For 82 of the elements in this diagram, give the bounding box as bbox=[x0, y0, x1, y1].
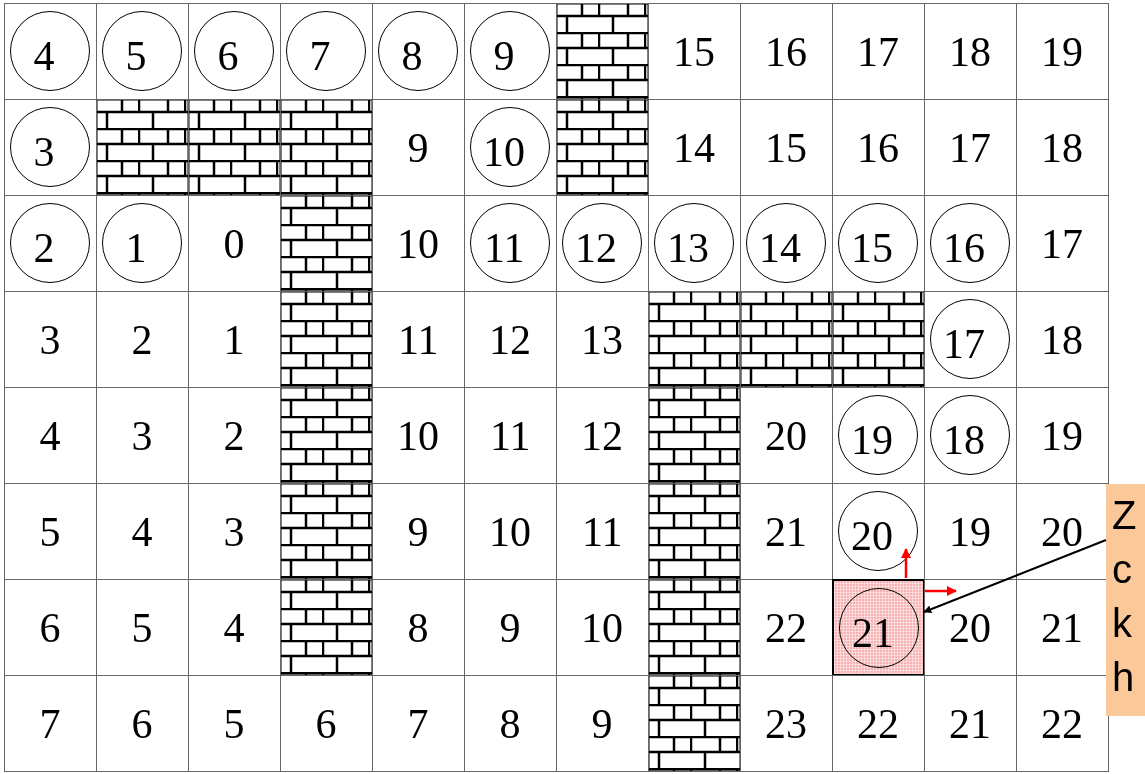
cell-number: 17 bbox=[1041, 221, 1083, 267]
cell-number: 16 bbox=[943, 225, 985, 271]
cell-number: 3 bbox=[39, 317, 61, 363]
cell-number: 6 bbox=[315, 701, 337, 747]
cell-number: 13 bbox=[667, 225, 709, 271]
cell-number: 17 bbox=[943, 321, 985, 367]
cell-number: 20 bbox=[949, 605, 991, 651]
cell-number: 9 bbox=[591, 701, 613, 747]
cell-number: 16 bbox=[765, 29, 807, 75]
cell-number: 3 bbox=[33, 129, 55, 175]
cell-number: 10 bbox=[483, 129, 525, 175]
cell-number: 21 bbox=[765, 509, 807, 555]
highlighted-cell bbox=[832, 579, 925, 676]
cell-number: 23 bbox=[765, 701, 807, 747]
cell-number: 6 bbox=[131, 701, 153, 747]
cell-number: 21 bbox=[852, 610, 894, 656]
cell-number: 17 bbox=[857, 29, 899, 75]
cell-number: 0 bbox=[223, 221, 245, 267]
cell-number: 5 bbox=[223, 701, 245, 747]
cell-number: 8 bbox=[401, 33, 423, 79]
cell-number: 21 bbox=[949, 701, 991, 747]
cell-number: 11 bbox=[582, 509, 623, 555]
cell-number: 1 bbox=[125, 225, 147, 271]
cell-number: 21 bbox=[1041, 605, 1083, 651]
cell-number: 14 bbox=[673, 125, 715, 171]
cell-number: 15 bbox=[851, 225, 893, 271]
cell-number: 10 bbox=[397, 221, 439, 267]
cell-number: 19 bbox=[1041, 29, 1083, 75]
cell-number: 13 bbox=[581, 317, 623, 363]
cell-number: 7 bbox=[407, 701, 429, 747]
cell-number: 18 bbox=[943, 417, 985, 463]
cell-number: 2 bbox=[33, 225, 55, 271]
cell-number: 19 bbox=[1041, 413, 1083, 459]
cell-number: 9 bbox=[407, 509, 429, 555]
cell-number: 20 bbox=[765, 413, 807, 459]
cell-number: 19 bbox=[949, 509, 991, 555]
cell-number: 17 bbox=[949, 125, 991, 171]
cell-number: 5 bbox=[131, 605, 153, 651]
cell-number: 12 bbox=[489, 317, 531, 363]
cell-number: 20 bbox=[851, 513, 893, 559]
cell-number: 2 bbox=[223, 413, 245, 459]
cell-number: 15 bbox=[765, 125, 807, 171]
cell-number: 15 bbox=[673, 29, 715, 75]
cell-number: 18 bbox=[1041, 317, 1083, 363]
cell-number: 11 bbox=[490, 413, 531, 459]
cell-number: 10 bbox=[489, 509, 531, 555]
cell-number: 4 bbox=[39, 413, 61, 459]
cell-number: 12 bbox=[575, 225, 617, 271]
cell-number: 9 bbox=[499, 605, 521, 651]
cell-number: 7 bbox=[309, 33, 331, 79]
leader-line bbox=[923, 539, 1107, 614]
cell-number: 10 bbox=[397, 413, 439, 459]
cell-number: 7 bbox=[39, 701, 61, 747]
cell-number: 4 bbox=[33, 33, 55, 79]
cell-number: 6 bbox=[39, 605, 61, 651]
cell-number: 19 bbox=[851, 417, 893, 463]
cell-number: 20 bbox=[1041, 509, 1083, 555]
cell-number: 9 bbox=[493, 33, 515, 79]
cell-number: 5 bbox=[125, 33, 147, 79]
cell-number: 2 bbox=[131, 317, 153, 363]
cell-number: 18 bbox=[1041, 125, 1083, 171]
cell-number: 3 bbox=[223, 509, 245, 555]
cell-number: 8 bbox=[499, 701, 521, 747]
cell-number: 10 bbox=[581, 605, 623, 651]
cell-number: 22 bbox=[1041, 701, 1083, 747]
cell-number: 11 bbox=[398, 317, 439, 363]
cell-number: 12 bbox=[581, 413, 623, 459]
cell-number: 8 bbox=[407, 605, 429, 651]
cell-number: 3 bbox=[131, 413, 153, 459]
cell-number: 1 bbox=[223, 317, 245, 363]
cell-number: 5 bbox=[39, 509, 61, 555]
cell-number: 11 bbox=[484, 225, 525, 271]
cell-number: 22 bbox=[765, 605, 807, 651]
cell-number: 16 bbox=[857, 125, 899, 171]
callout-box: Z c k h bbox=[1106, 484, 1145, 716]
cell-number: 4 bbox=[223, 605, 245, 651]
cell-number: 6 bbox=[217, 33, 239, 79]
cell-number: 9 bbox=[407, 125, 429, 171]
cell-number: 14 bbox=[759, 225, 801, 271]
cell-number: 4 bbox=[131, 509, 153, 555]
cell-number: 18 bbox=[949, 29, 991, 75]
cell-number: 22 bbox=[857, 701, 899, 747]
